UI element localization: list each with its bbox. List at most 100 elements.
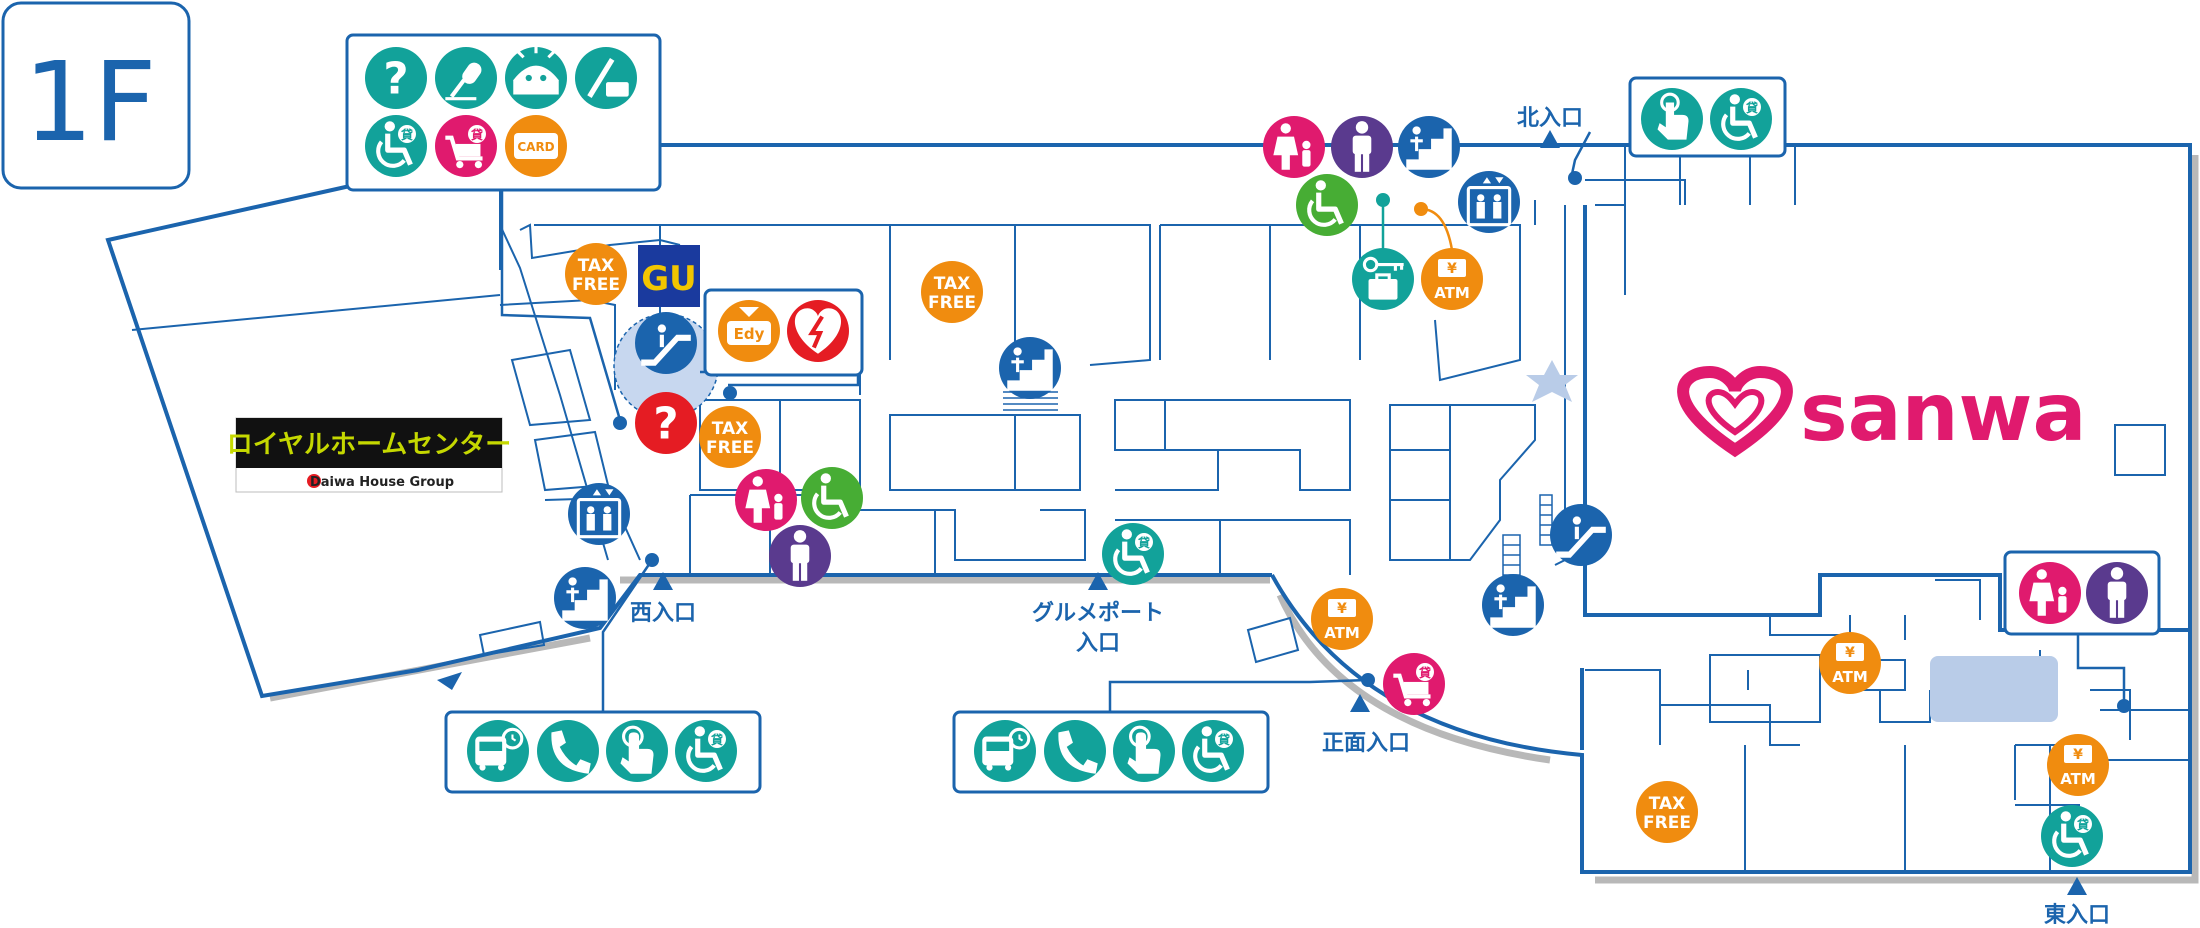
lost-child-icon[interactable] xyxy=(505,47,567,109)
microphone-icon[interactable] xyxy=(435,47,497,109)
svg-text:FREE: FREE xyxy=(572,275,620,295)
leader-dots xyxy=(613,171,2131,713)
wheelchair-rental-icon[interactable]: 貸 xyxy=(2041,805,2103,867)
stairs-icon[interactable] xyxy=(554,567,616,629)
hand-touch-icon[interactable] xyxy=(606,720,668,782)
locker-icon[interactable] xyxy=(1352,248,1414,310)
man-restroom-icon[interactable] xyxy=(2086,562,2148,624)
escalator-icon[interactable] xyxy=(1550,504,1612,566)
multipurpose-restroom-icon[interactable] xyxy=(801,467,863,529)
bus-stop-icon[interactable] xyxy=(974,720,1036,782)
gourmet-port-entrance-label: グルメポート xyxy=(1032,600,1164,626)
svg-text:貸: 貸 xyxy=(711,732,723,747)
svg-text:貸: 貸 xyxy=(1419,665,1431,680)
atm-dot xyxy=(1414,202,1428,216)
phone-icon[interactable] xyxy=(537,720,599,782)
svg-text:貸: 貸 xyxy=(1746,100,1758,115)
sanwa-heart-icon xyxy=(1677,365,1793,458)
hand-touch-icon[interactable] xyxy=(1641,88,1703,150)
svg-text:Edy: Edy xyxy=(734,325,765,343)
multipurpose-restroom-icon[interactable] xyxy=(1296,174,1358,236)
atm-icon[interactable]: ¥ATM xyxy=(1421,248,1483,310)
svg-text:¥: ¥ xyxy=(1845,645,1855,661)
atm-icon[interactable]: ¥ ATM xyxy=(1311,588,1373,650)
svg-text:ATM: ATM xyxy=(2060,770,2096,788)
phone-icon[interactable] xyxy=(1044,720,1106,782)
royal-home-center-logo: ロイヤルホームセンター Daiwa House Group xyxy=(227,417,511,493)
floor-badge xyxy=(1,1,191,190)
stairs-icon[interactable] xyxy=(1482,574,1544,636)
svg-text:FREE: FREE xyxy=(1643,813,1691,833)
svg-text:貸: 貸 xyxy=(1218,732,1230,747)
cart-rental-icon[interactable]: 貸 xyxy=(435,115,497,177)
svg-text:貸: 貸 xyxy=(1138,535,1150,550)
wheelchair-rental-icon[interactable]: 貸 xyxy=(365,115,427,177)
cart-rental-icon[interactable]: 貸 xyxy=(1383,653,1445,715)
svg-text:TAX: TAX xyxy=(1649,794,1686,814)
help-desk-icon[interactable] xyxy=(635,392,697,454)
floor-label: 1F xyxy=(23,38,156,166)
man-restroom-icon[interactable] xyxy=(769,525,831,587)
north-entrance-label: 北入口 xyxy=(1517,106,1583,131)
info-icon[interactable] xyxy=(365,47,427,109)
atm-icon[interactable]: ¥ ATM xyxy=(1819,632,1881,694)
east-entrance-label: 東入口 xyxy=(2044,903,2110,924)
building-walls xyxy=(105,143,2192,874)
svg-text:CARD: CARD xyxy=(517,140,554,154)
sanwa-name: sanwa xyxy=(1800,366,2086,459)
baby-care-icon[interactable] xyxy=(1263,116,1325,178)
card-pen-icon[interactable] xyxy=(575,47,637,109)
svg-text:TAX: TAX xyxy=(934,274,971,294)
baby-care-icon[interactable] xyxy=(735,469,797,531)
svg-text:FREE: FREE xyxy=(928,293,976,313)
atm-icon[interactable]: ¥ ATM xyxy=(2047,734,2109,796)
escalator-icon[interactable] xyxy=(635,312,697,374)
aed-icon[interactable] xyxy=(787,300,849,362)
wheelchair-rental-icon[interactable]: 貸 xyxy=(1182,720,1244,782)
gu-logo: GU xyxy=(638,245,700,307)
svg-text:TAX: TAX xyxy=(578,256,615,276)
sanwa-logo: sanwa xyxy=(1677,365,2086,459)
edy-icon[interactable]: Edy xyxy=(718,300,780,362)
daiwa-house-group: Daiwa House Group xyxy=(310,475,454,490)
elevator-icon[interactable] xyxy=(568,483,630,545)
north-star-marker xyxy=(1526,360,1578,402)
hand-touch-icon[interactable] xyxy=(1113,720,1175,782)
stairs-icon[interactable] xyxy=(999,337,1061,399)
svg-text:貸: 貸 xyxy=(471,127,483,142)
baby-care-icon[interactable] xyxy=(2019,562,2081,624)
svg-text:貸: 貸 xyxy=(401,127,413,142)
wheelchair-rental-icon[interactable]: 貸 xyxy=(1710,88,1772,150)
wheelchair-rental-icon[interactable]: 貸 xyxy=(675,720,737,782)
wheelchair-rental-icon[interactable]: 貸 xyxy=(1102,523,1164,585)
card-icon[interactable]: CARD xyxy=(505,115,567,177)
svg-text:貸: 貸 xyxy=(2077,817,2089,832)
leader-lines xyxy=(500,131,2126,712)
west-entrance-label: 西入口 xyxy=(630,601,696,626)
gourmet-port-entrance-label-2: 入口 xyxy=(1076,631,1120,656)
svg-text:¥: ¥ xyxy=(1447,261,1457,277)
bus-stop-icon[interactable] xyxy=(467,720,529,782)
gu-name: GU xyxy=(641,259,697,299)
svg-text:¥: ¥ xyxy=(2073,747,2083,763)
svg-text:ATM: ATM xyxy=(1324,624,1360,642)
stairs-icon[interactable] xyxy=(1398,116,1460,178)
man-restroom-icon[interactable] xyxy=(1331,116,1393,178)
entrance-arrows xyxy=(437,130,2087,895)
svg-text:FREE: FREE xyxy=(706,438,754,458)
main-entrance-label: 正面入口 xyxy=(1322,731,1410,756)
svg-text:TAX: TAX xyxy=(712,419,749,439)
svg-text:¥: ¥ xyxy=(1337,601,1347,617)
elevator-icon[interactable] xyxy=(1458,171,1520,233)
royal-home-center-name: ロイヤルホームセンター xyxy=(227,430,511,460)
svg-text:ATM: ATM xyxy=(1832,668,1868,686)
atm-leader xyxy=(1420,207,1454,251)
